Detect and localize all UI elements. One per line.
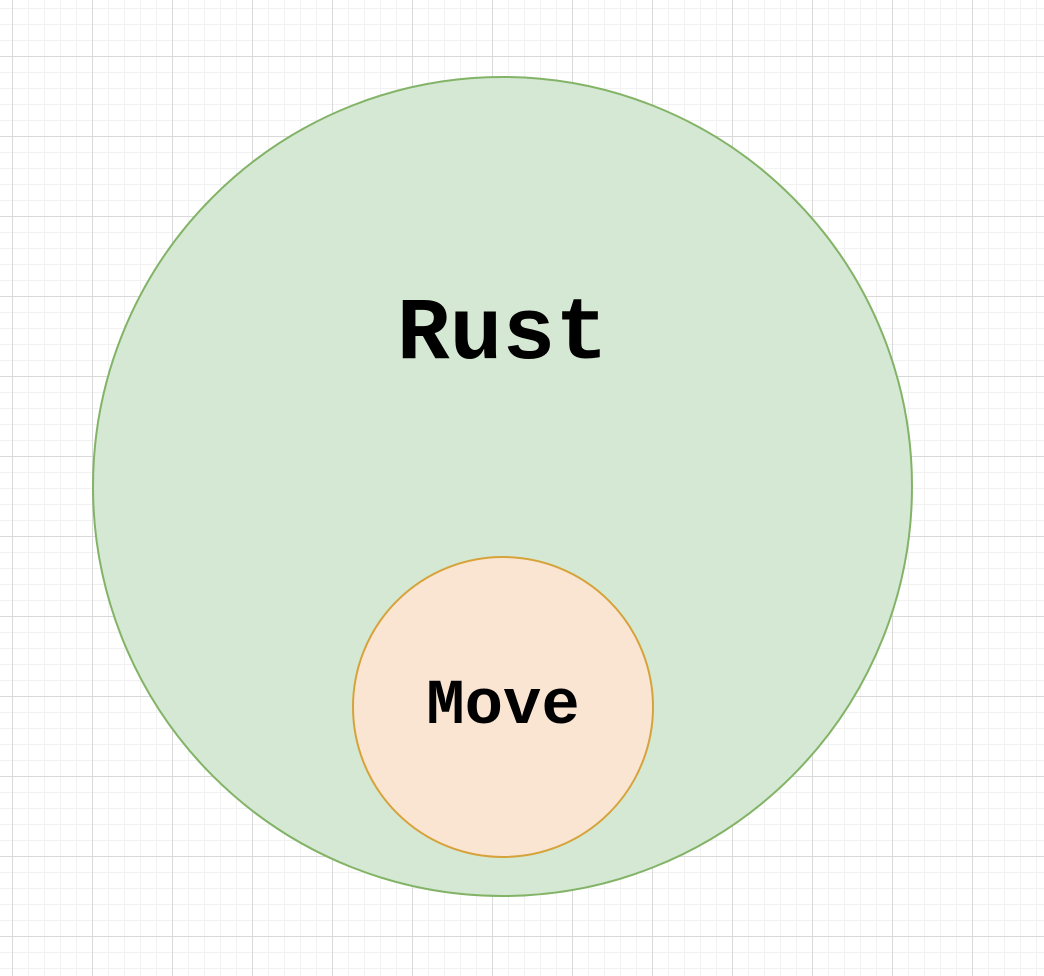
rust-label: Rust: [396, 286, 609, 385]
move-label: Move: [426, 671, 580, 743]
move-circle[interactable]: [352, 556, 654, 858]
